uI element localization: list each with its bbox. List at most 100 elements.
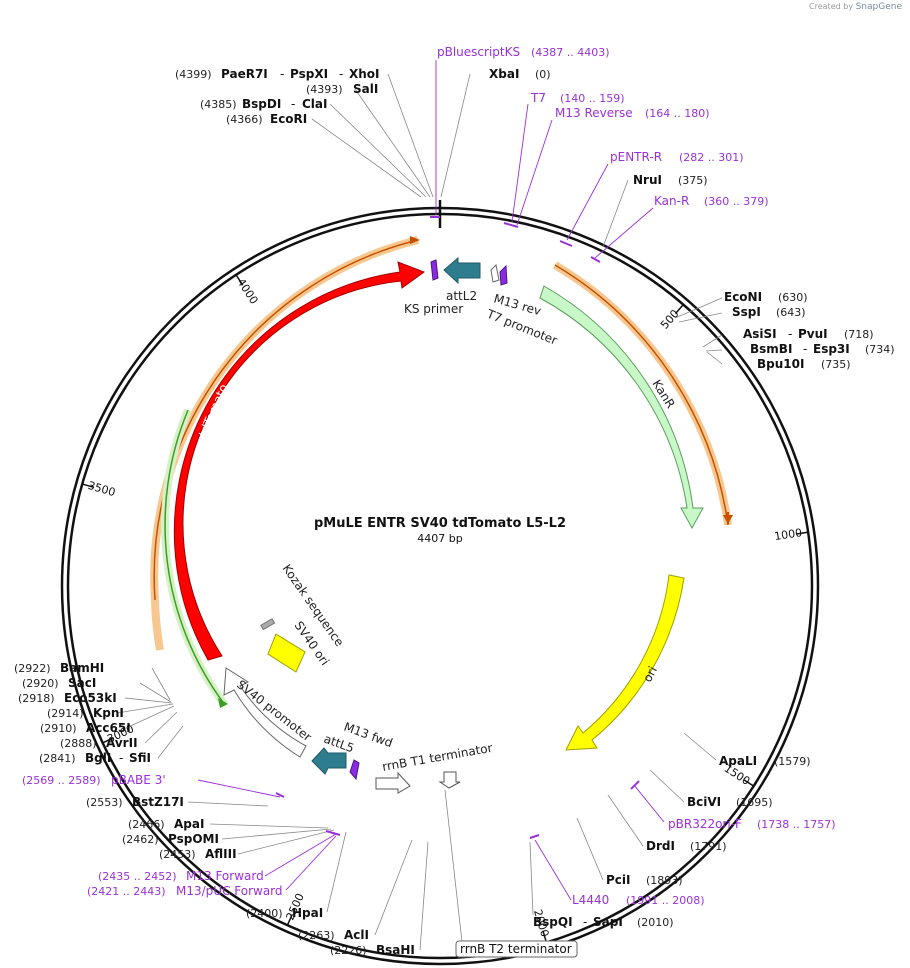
enzyme-bpu10i[interactable]: Bpu10I [757, 357, 804, 371]
rrnb-t1-terminator-mark [375, 771, 411, 794]
enzyme-saci[interactable]: SacI [68, 676, 96, 690]
tick-mark-2500 [287, 914, 293, 925]
enzyme-sali[interactable]: SalI [353, 82, 378, 96]
primer-m13-puc-forward-range: (2421 .. 2443) [87, 885, 166, 898]
orf-arrowhead-top-icon [410, 236, 420, 244]
orf-outline-right [552, 261, 732, 526]
site-labels: (4399) PaeR7I - PspXI - XhoI (4393) SalI… [14, 45, 895, 957]
primer-leaders [197, 60, 665, 901]
orf-outlines [150, 236, 733, 708]
enzyme-xbai[interactable]: XbaI [489, 67, 519, 81]
enzyme-apali[interactable]: ApaLI [719, 754, 757, 768]
enzyme-pspxi[interactable]: PspXI [290, 67, 328, 81]
enzyme-bsmbi[interactable]: BsmBI [750, 342, 792, 356]
tick-mark-3500 [83, 483, 94, 489]
primer-pbr322ori-f[interactable]: pBR322ori-F [668, 817, 742, 831]
enzyme-acc65i[interactable]: Acc65I [86, 721, 131, 735]
pos-bspdi: (4385) [200, 98, 237, 111]
feature-kanr[interactable] [539, 285, 704, 530]
plasmid-size: 4407 bp [417, 532, 462, 545]
primer-marks [275, 216, 640, 839]
enzyme-bspdi[interactable]: BspDI [242, 97, 281, 111]
pos-bcivi: (1695) [736, 796, 773, 809]
pos-bstz17i: (2553) [86, 796, 123, 809]
pos-hpai: (2400) [246, 907, 283, 920]
enzyme-bsahi[interactable]: BsaHI [376, 943, 415, 957]
feature-ori[interactable] [565, 574, 685, 751]
primer-kan-r[interactable]: Kan-R [654, 194, 689, 208]
enzyme-afliii[interactable]: AflIII [205, 847, 237, 861]
pos-eco53ki: (2918) [18, 692, 55, 705]
kozak-mark [260, 618, 276, 631]
enzyme-bgli[interactable]: BglI [85, 751, 111, 765]
primer-m13-reverse[interactable]: M13 Reverse [555, 106, 633, 120]
t7-promoter-mark [490, 263, 500, 283]
sep-3: - [291, 97, 295, 111]
tick-mark-2000 [542, 930, 547, 942]
enzyme-paer7i[interactable]: PaeR7I [221, 67, 268, 81]
label-rrnb-t1: rrnB T1 terminator [381, 741, 493, 774]
enzyme-ecori[interactable]: EcoRI [270, 112, 307, 126]
enzyme-pcii[interactable]: PciI [606, 873, 631, 887]
sep-2: - [339, 67, 343, 81]
pos-avrii: (2888) [60, 737, 97, 750]
tick-mark-4000 [235, 275, 244, 286]
pos-apai: (2466) [128, 818, 165, 831]
primer-l4440[interactable]: L4440 [572, 893, 609, 907]
primer-pbabe-3[interactable]: pBABE 3' [111, 773, 166, 787]
feature-tdtomato[interactable] [173, 261, 426, 661]
sep-7: - [119, 751, 123, 765]
enzyme-asisi[interactable]: AsiSI [743, 327, 777, 341]
m13-rev-mark [499, 264, 508, 286]
pos-pspomi: (2462) [122, 833, 159, 846]
enzyme-pvui[interactable]: PvuI [798, 327, 828, 341]
enzyme-hpai[interactable]: HpaI [292, 906, 323, 920]
enzyme-avrii[interactable]: AvrII [106, 736, 138, 750]
enzyme-kpni[interactable]: KpnI [93, 706, 124, 720]
enzyme-bspqi[interactable]: BspQI [533, 915, 573, 929]
enzyme-clai[interactable]: ClaI [302, 97, 327, 111]
primer-pbr322ori-f-range: (1738 .. 1757) [757, 818, 836, 831]
m13-fwd-mark [349, 759, 360, 781]
feature-attl5[interactable] [311, 747, 347, 775]
enzyme-sfii[interactable]: SfiI [129, 751, 151, 765]
pos-sspi: (643) [776, 306, 806, 319]
pos-saci: (2920) [22, 677, 59, 690]
primer-pentr-r-range: (282 .. 301) [679, 151, 744, 164]
feature-tdtomato-label: tdTomato [196, 382, 231, 439]
enzyme-bamhi[interactable]: BamHI [60, 661, 104, 675]
enzyme-esp3i[interactable]: Esp3I [813, 342, 850, 356]
enzyme-bcivi[interactable]: BciVI [687, 795, 721, 809]
enzyme-sapi[interactable]: SapI [593, 915, 623, 929]
orf-outline-left [150, 236, 419, 601]
primer-m13-forward[interactable]: M13 Forward [186, 869, 264, 883]
enzyme-nrui[interactable]: NruI [633, 173, 662, 187]
enzyme-drdi[interactable]: DrdI [646, 839, 675, 853]
rrnb-t2-terminator-mark [438, 771, 461, 789]
enzyme-bstz17i[interactable]: BstZ17I [132, 795, 184, 809]
enzyme-eco53ki[interactable]: Eco53kI [64, 691, 117, 705]
enzyme-apai[interactable]: ApaI [174, 817, 204, 831]
pos-bspqi: (2010) [637, 916, 674, 929]
pos-apali: (1579) [774, 755, 811, 768]
primer-t7[interactable]: T7 [530, 91, 546, 105]
primer-pbluescriptks[interactable]: pBluescriptKS [437, 45, 520, 59]
enzyme-xhoi[interactable]: XhoI [349, 67, 380, 81]
primer-pentr-r[interactable]: pENTR-R [610, 150, 662, 164]
feature-sv40-promoter[interactable] [223, 667, 307, 758]
primer-m13-puc-forward[interactable]: M13/pUC Forward [176, 884, 283, 898]
credit-prefix: Created by [809, 2, 854, 11]
snapgene-logo: SnapGene [855, 2, 902, 12]
enzyme-sspi[interactable]: SspI [732, 305, 761, 319]
feature-sv40-ori[interactable] [267, 633, 306, 673]
primer-l4440-range: (1991 .. 2008) [626, 894, 705, 907]
enzyme-pspomi[interactable]: PspOMI [168, 832, 219, 846]
sep-1: - [280, 67, 284, 81]
enzyme-acli[interactable]: AclI [344, 928, 369, 942]
enzyme-econi[interactable]: EcoNI [724, 290, 762, 304]
feature-attl2[interactable] [443, 256, 481, 285]
tick-mark-1500 [743, 778, 754, 787]
pos-asisi: (718) [844, 328, 874, 341]
sep-4: - [788, 327, 792, 341]
